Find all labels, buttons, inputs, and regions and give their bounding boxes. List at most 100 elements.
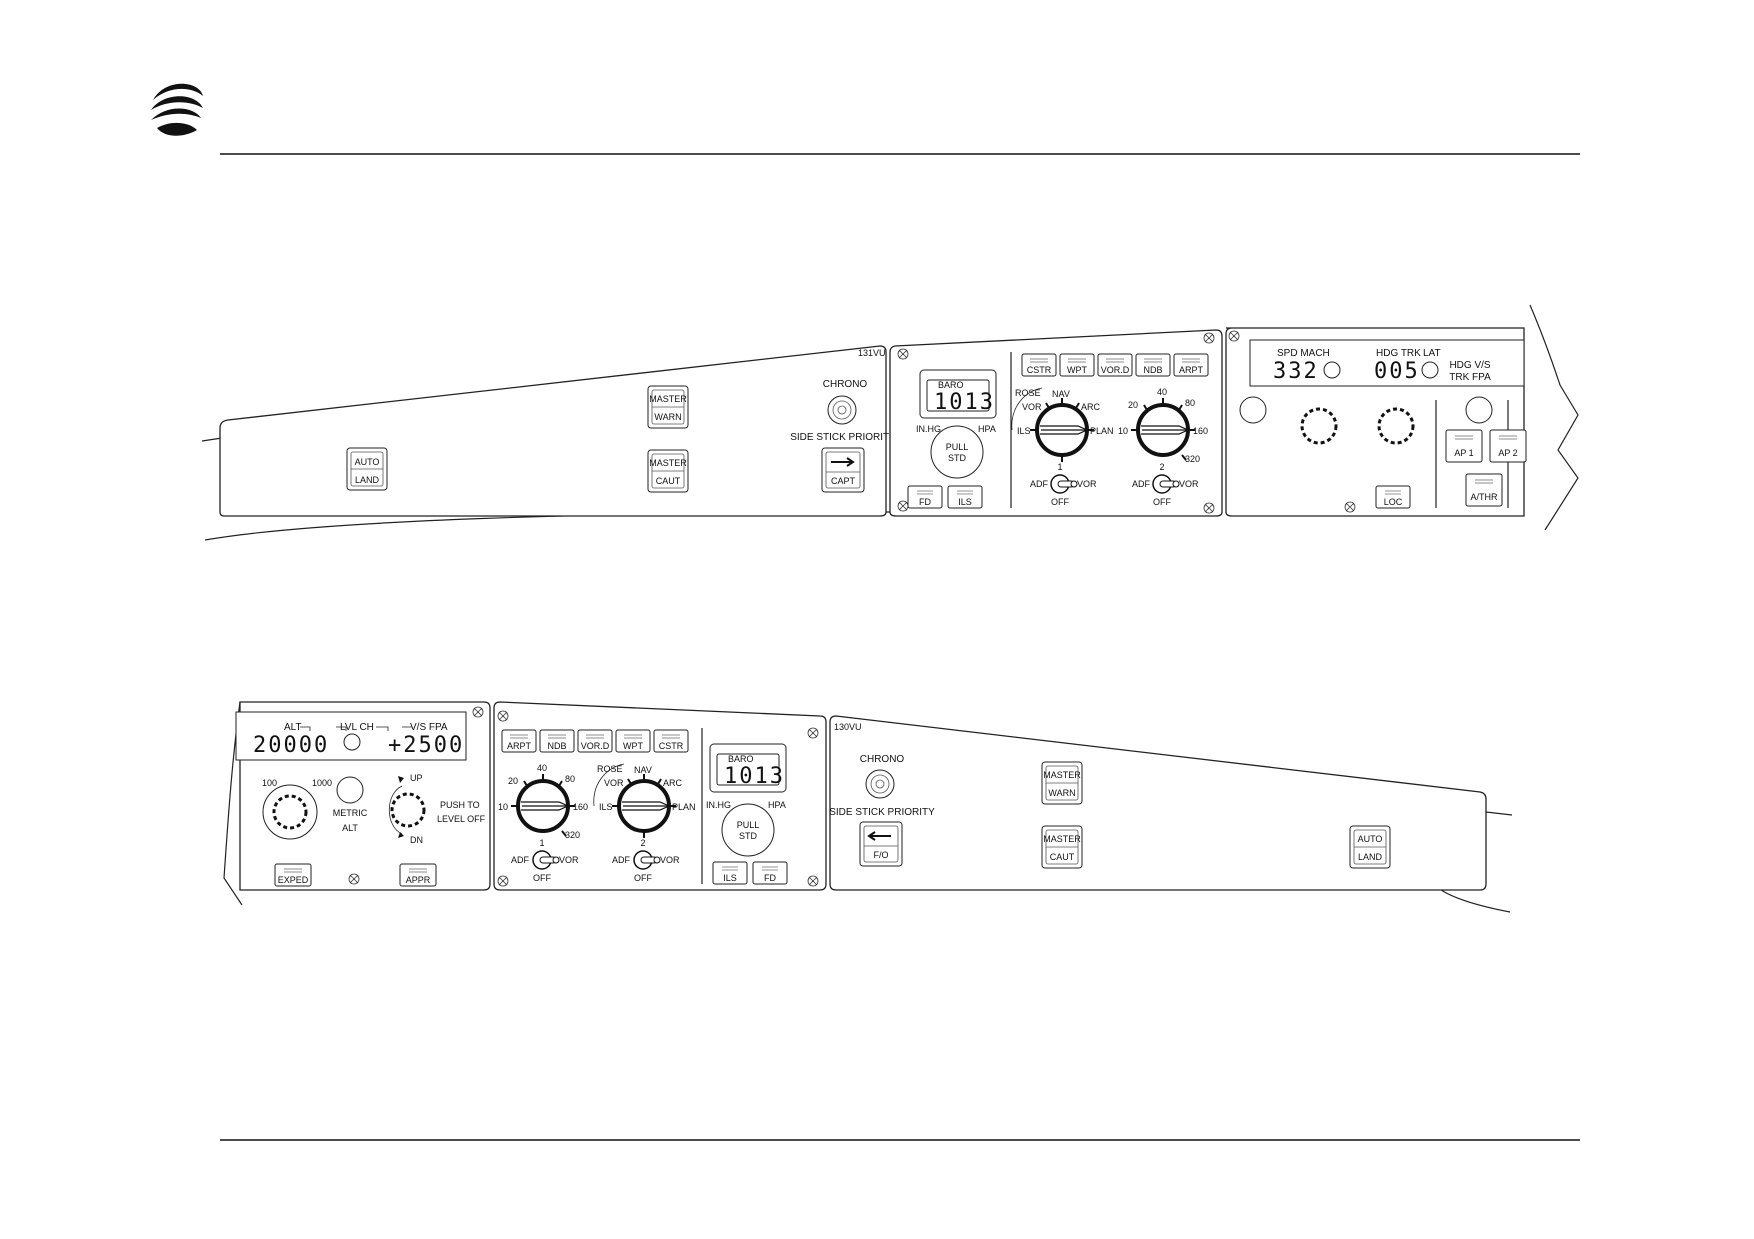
switch1-num-fo: 1 xyxy=(539,838,544,848)
dn-arrow-icon xyxy=(398,832,404,838)
vord-button-capt[interactable]: VOR.D xyxy=(1097,353,1133,377)
switch1-adf-fo: ADF xyxy=(511,855,530,865)
screw-icon xyxy=(1228,330,1240,342)
ndb-label-fo: NDB xyxy=(547,741,566,751)
baro-knob-fo[interactable]: PULL STD xyxy=(721,803,775,857)
spd-knob[interactable] xyxy=(1300,407,1338,445)
screw-icon xyxy=(807,727,819,739)
alt-value: 20000 xyxy=(253,733,329,758)
ils-button-fo[interactable]: ILS xyxy=(712,861,748,885)
exped-label: EXPED xyxy=(278,875,309,885)
nd-range-selector-fo[interactable]: 20 40 80 10 160 320 xyxy=(498,763,588,840)
master-caut-label-2: CAUT xyxy=(656,476,681,486)
range-160: 160 xyxy=(1193,426,1208,436)
nd-mode-selector-fo[interactable]: ROSE VOR NAV ARC ILS PLAN xyxy=(593,763,696,838)
autoland-button-capt[interactable]: AUTO LAND xyxy=(346,447,388,491)
nd-mode-selector-capt[interactable]: ROSE VOR NAV ARC ILS PLAN xyxy=(1011,387,1114,462)
screw-icon xyxy=(897,348,909,360)
master-caut-button-fo[interactable]: MASTER CAUT xyxy=(1041,825,1083,869)
company-logo xyxy=(151,83,203,136)
mode-rose: ROSE xyxy=(1015,388,1041,398)
switch1-vor: VOR xyxy=(1077,479,1097,489)
arpt-button-fo[interactable]: ARPT xyxy=(501,729,537,753)
chrono-button-capt[interactable] xyxy=(827,395,857,425)
switch2-num: 2 xyxy=(1159,462,1164,472)
dn-label: DN xyxy=(410,835,423,845)
ap1-button[interactable]: AP 1 xyxy=(1445,429,1483,463)
cstr-label: CSTR xyxy=(1027,365,1052,375)
adf-vor-switch-2-fo[interactable]: 2 ADF VOR OFF xyxy=(612,838,680,883)
adf-vor-switch-2-capt[interactable]: 2 ADF VOR OFF xyxy=(1132,462,1199,507)
exped-button[interactable]: EXPED xyxy=(274,863,312,887)
master-caut-button-capt[interactable]: MASTER CAUT xyxy=(647,449,689,493)
master-warn-label-1: MASTER xyxy=(649,394,687,404)
metric-alt-label: ALT xyxy=(342,823,358,833)
chrono-button-fo[interactable] xyxy=(865,769,895,799)
arpt-label-fo: ARPT xyxy=(507,741,532,751)
fd-button-capt[interactable]: FD xyxy=(907,485,943,509)
sidestick-priority-button-fo[interactable]: F/O xyxy=(859,821,903,867)
adf-vor-switch-1-capt[interactable]: 1 ADF VOR OFF xyxy=(1030,462,1097,507)
switch2-vor: VOR xyxy=(1179,479,1199,489)
fo-label: F/O xyxy=(874,850,889,860)
screw-icon xyxy=(497,875,509,887)
loc-label: LOC xyxy=(1384,497,1403,507)
ndb-button-fo[interactable]: NDB xyxy=(539,729,575,753)
wpt-button-capt[interactable]: WPT xyxy=(1059,353,1095,377)
trkfpa-label: TRK FPA xyxy=(1449,372,1491,383)
spd-mach-pushbutton[interactable] xyxy=(1239,396,1267,424)
master-warn-button-fo[interactable]: MASTER WARN xyxy=(1041,761,1083,805)
vord-button-fo[interactable]: VOR.D xyxy=(577,729,613,753)
range-40-fo: 40 xyxy=(537,763,547,773)
range-320-fo: 320 xyxy=(565,830,580,840)
ap2-label: AP 2 xyxy=(1498,448,1517,458)
screw-icon xyxy=(807,875,819,887)
ils-button-capt[interactable]: ILS xyxy=(947,485,983,509)
baro-knob-capt[interactable]: PULL STD xyxy=(930,425,984,479)
appr-button[interactable]: APPR xyxy=(399,863,437,887)
efis-panel-capt: BARO 1013 IN.HG HPA PULL STD FD ILS xyxy=(889,329,1223,517)
athr-button[interactable]: A/THR xyxy=(1465,473,1503,507)
cstr-button-fo[interactable]: CSTR xyxy=(653,729,689,753)
sidestick-priority-button-capt[interactable]: CAPT xyxy=(821,447,865,493)
screw-icon xyxy=(472,706,484,718)
arpt-button-capt[interactable]: ARPT xyxy=(1173,353,1209,377)
adf-vor-switch-1-fo[interactable]: 1 ADF VOR OFF xyxy=(511,838,579,883)
alt-knob[interactable] xyxy=(262,784,318,840)
master-caut-fo-label-2: CAUT xyxy=(1050,852,1075,862)
ap2-button[interactable]: AP 2 xyxy=(1489,429,1527,463)
efis-option-buttons-capt: CSTR WPT VOR.D ND xyxy=(1021,353,1209,377)
mode-plan-fo: PLAN xyxy=(672,802,696,812)
glare-panel-fo: 130VU CHRONO SIDE STICK PRIORITY F/O MAS… xyxy=(829,715,1487,891)
ndb-button-capt[interactable]: NDB xyxy=(1135,353,1171,377)
baro-value-capt: 1013 xyxy=(934,390,995,415)
nd-range-selector-capt[interactable]: 20 40 80 10 160 320 xyxy=(1118,387,1208,464)
mode-plan: PLAN xyxy=(1090,426,1114,436)
baro-label-fo: BARO xyxy=(728,754,754,764)
chrono-label-fo: CHRONO xyxy=(860,754,905,765)
fd-button-fo[interactable]: FD xyxy=(752,861,788,885)
hdg-knob[interactable] xyxy=(1377,407,1415,445)
switch2-vor-fo: VOR xyxy=(660,855,680,865)
switch2-num-fo: 2 xyxy=(640,838,645,848)
master-warn-button-capt[interactable]: MASTER WARN xyxy=(647,385,689,429)
lat-label: LAT xyxy=(1423,348,1441,359)
cstr-button-capt[interactable]: CSTR xyxy=(1021,353,1057,377)
wpt-button-fo[interactable]: WPT xyxy=(615,729,651,753)
wpt-label: WPT xyxy=(1067,365,1087,375)
fcu-panel-lower: ALT LVL CH V/S FPA 20000 +2500 100 1000 … xyxy=(235,701,491,891)
range-40: 40 xyxy=(1157,387,1167,397)
upper-assembly: 131VU AUTO LAND MASTER WARN xyxy=(201,304,1579,541)
hdgvs-trkfpa-pushbutton[interactable] xyxy=(1465,396,1493,424)
hdgvs-label: HDG V/S xyxy=(1449,360,1490,371)
autoland-button-fo[interactable]: AUTO LAND xyxy=(1349,825,1391,869)
metric-alt-pushbutton[interactable] xyxy=(336,776,364,804)
lvlch-label: LVL CH xyxy=(340,722,374,733)
ap1-label: AP 1 xyxy=(1454,448,1473,458)
screw-icon xyxy=(1203,502,1215,514)
vs-knob[interactable] xyxy=(389,785,426,835)
screw-icon xyxy=(497,710,509,722)
push-to-label: PUSH TO xyxy=(440,800,480,810)
loc-button[interactable]: LOC xyxy=(1375,485,1411,509)
